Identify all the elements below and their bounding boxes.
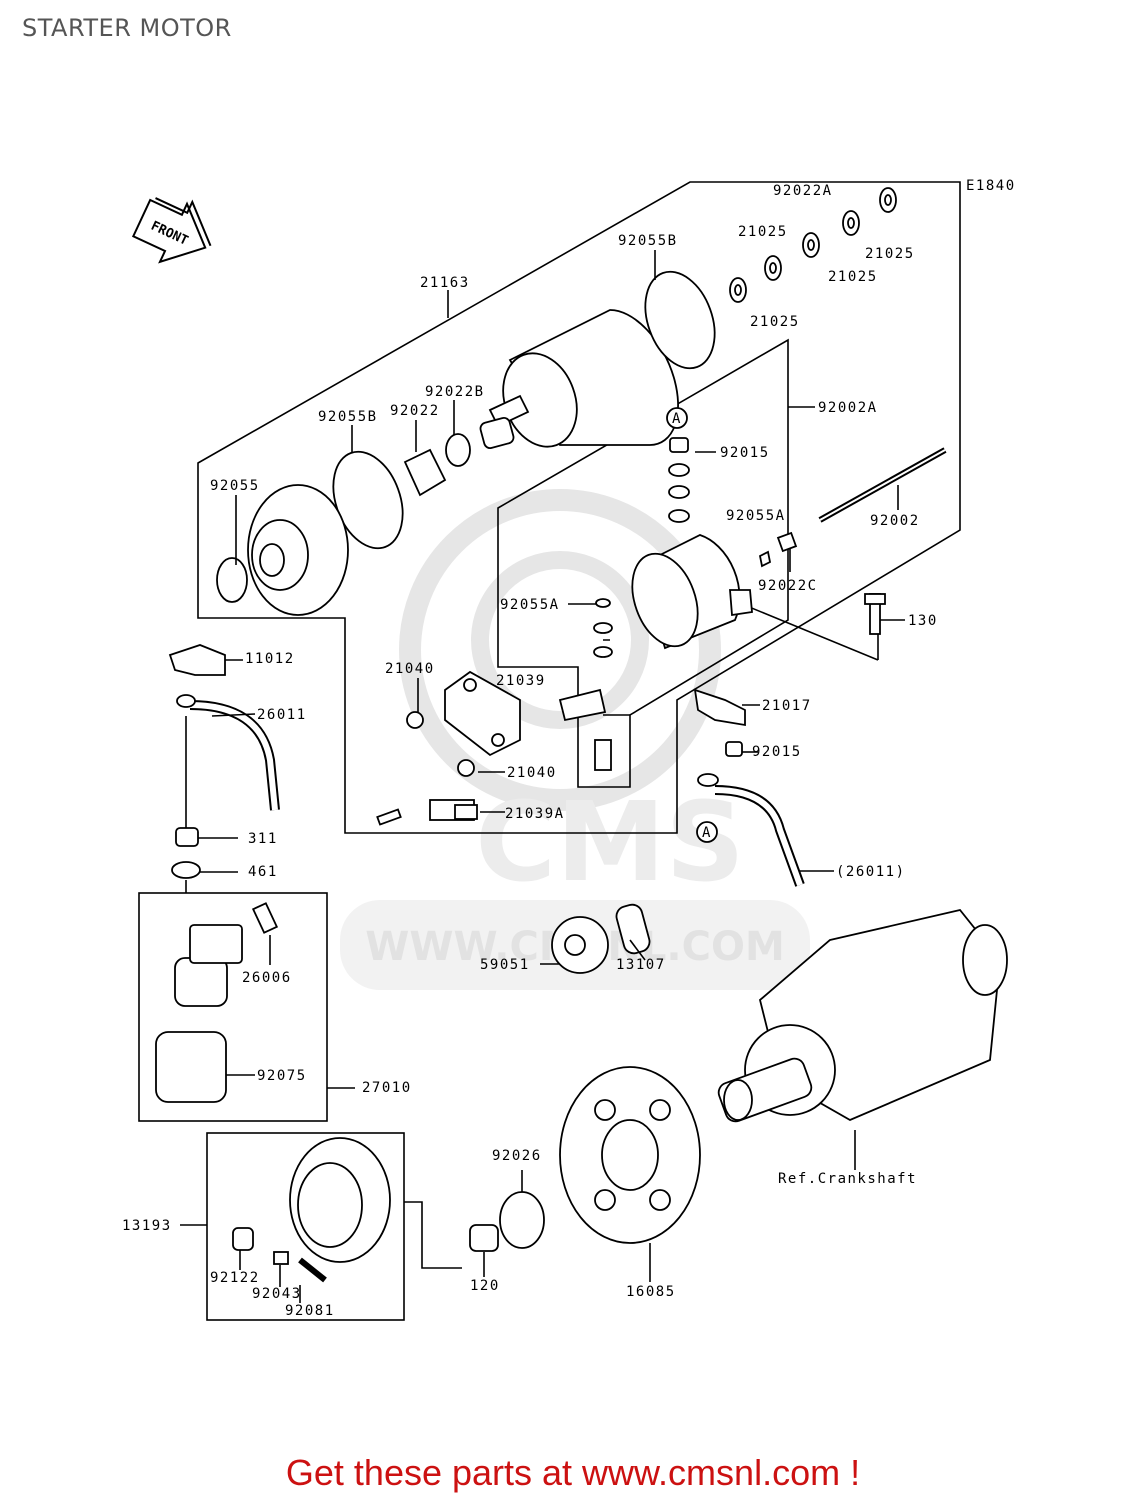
part-label: 13107 — [616, 957, 666, 973]
part-label: 59051 — [480, 957, 530, 973]
starter-clutch — [232, 1137, 391, 1283]
starter-motor-body — [479, 309, 679, 449]
part-label: 92081 — [285, 1303, 335, 1319]
part-label: 92022C — [758, 578, 818, 594]
washer-92022b — [445, 433, 471, 467]
cap-11012 — [168, 644, 226, 676]
part-label: 21040 — [385, 661, 435, 677]
crankshaft — [717, 908, 1008, 1123]
part-label: 92002 — [870, 513, 920, 529]
part-label: 21025 — [738, 224, 788, 240]
starter-clutch-frame — [206, 1132, 405, 1321]
nut-92015 — [725, 741, 743, 757]
callout-a-bottom-label: A — [702, 825, 712, 841]
part-label: 92055B — [618, 233, 678, 249]
part-label: 92022 — [390, 403, 440, 419]
part-label: 92015 — [752, 744, 802, 760]
part-label: 21163 — [420, 275, 470, 291]
part-label: 92002A — [818, 400, 878, 416]
watermark: CMS WWW.CMSNL.COM — [340, 489, 810, 990]
o-ring-92055b-top — [644, 270, 716, 370]
watermark-logo: CMS — [475, 778, 744, 906]
part-label: 92055B — [318, 409, 378, 425]
cap-21017 — [693, 688, 746, 727]
part-label: 21025 — [865, 246, 915, 262]
part-label: 27010 — [362, 1080, 412, 1096]
callout-a-top — [666, 407, 688, 429]
diagram-code: E1840 — [966, 178, 1016, 194]
part-label: 16085 — [626, 1284, 676, 1300]
gear-120 — [469, 1224, 499, 1252]
part-label: (26011) — [836, 864, 906, 880]
part-label: 21025 — [828, 269, 878, 285]
part-label: 92026 — [492, 1148, 542, 1164]
page-title: STARTER MOTOR — [22, 14, 232, 42]
part-labels: 21163 92055B 92055B 92022A 21025 21025 2… — [122, 183, 938, 1319]
part-label: 92022B — [425, 384, 485, 400]
part-label: 21039A — [505, 806, 565, 822]
part-label: 21017 — [762, 698, 812, 714]
part-label: 92122 — [210, 1270, 260, 1286]
front-arrow-icon: FRONT — [131, 197, 212, 264]
footer-promo: Get these parts at www.cmsnl.com ! — [285, 1452, 861, 1493]
washer-461 — [171, 861, 201, 879]
part-label: 92055A — [726, 508, 786, 524]
part-label: 11012 — [245, 651, 295, 667]
callout-a-bottom — [696, 821, 718, 843]
part-label: 13193 — [122, 1218, 172, 1234]
part-label: 461 — [248, 864, 278, 880]
rear-cover — [631, 534, 753, 650]
part-label: 92043 — [252, 1286, 302, 1302]
part-label: 120 — [470, 1278, 500, 1294]
part-label: 311 — [248, 831, 278, 847]
ring-92026 — [499, 1191, 545, 1249]
part-label: 21039 — [496, 673, 546, 689]
part-label: 92075 — [257, 1068, 307, 1084]
front-cover — [247, 484, 349, 616]
rear-cover-outline — [497, 338, 789, 788]
leader-lines — [180, 250, 899, 1303]
part-label: 21025 — [750, 314, 800, 330]
lockwasher-92022 — [403, 448, 447, 497]
part-label: 92015 — [720, 445, 770, 461]
part-label: 21040 — [507, 765, 557, 781]
callout-a-top-label: A — [672, 411, 682, 427]
part-label: 26006 — [242, 970, 292, 986]
nut-311 — [175, 827, 199, 847]
starter-relay — [155, 902, 279, 1103]
relay-assembly-frame — [138, 892, 328, 1122]
part-label: 92055A — [500, 597, 560, 613]
brush-plate — [376, 670, 612, 826]
part-label: 92022A — [773, 183, 833, 199]
washer-stack-21025 — [729, 187, 897, 303]
part-label: 130 — [908, 613, 938, 629]
starter-assembly-outline — [197, 181, 961, 834]
part-label: 26011 — [257, 707, 307, 723]
o-ring-92055 — [216, 557, 248, 603]
ref-crankshaft-label: Ref.Crankshaft — [778, 1171, 917, 1187]
part-label: 92055 — [210, 478, 260, 494]
nut-washer-column — [593, 437, 690, 658]
